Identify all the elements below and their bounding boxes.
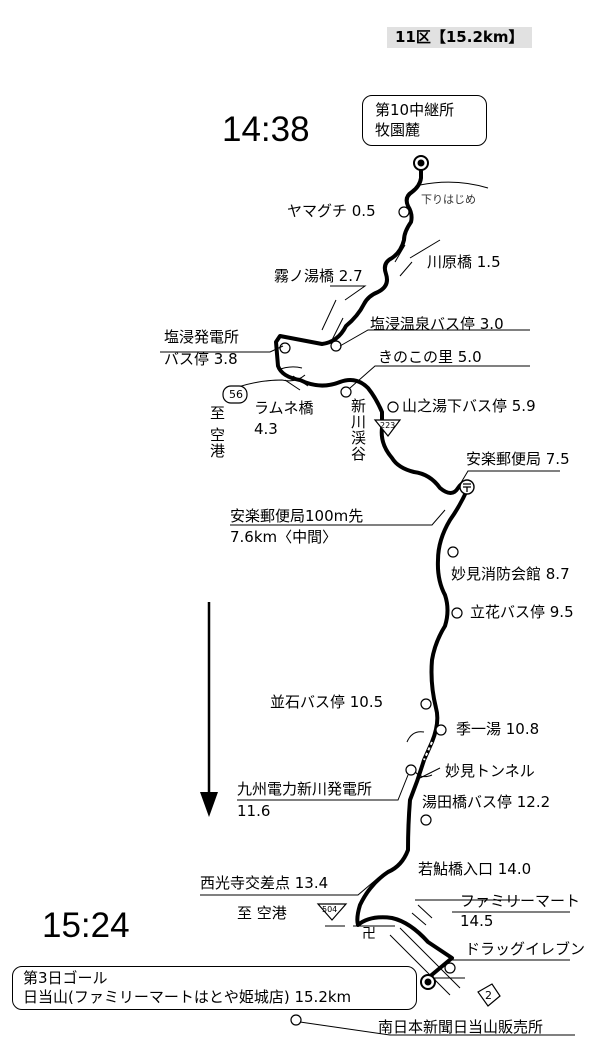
label-shinkawa-valley: 新川渓谷 xyxy=(349,398,367,462)
route-2-label: 2 xyxy=(485,989,492,1002)
label-yamanoyu-bus: 山之湯下バス停 5.9 xyxy=(402,397,536,415)
start-line1: 第10中継所 xyxy=(375,101,455,119)
leader-lines xyxy=(160,239,575,1036)
label-midpoint-2: 7.6km〈中間〉 xyxy=(230,528,338,546)
label-shiohitashi-power-1: 塩浸発電所 xyxy=(164,328,240,346)
route-56-shield xyxy=(222,385,248,404)
road-2-a xyxy=(389,934,451,996)
down-start-label: 下りはじめ xyxy=(421,193,476,206)
route-56-label: 56 xyxy=(229,388,243,401)
tunnel-arc-1 xyxy=(406,731,425,743)
kawarabashi-bridge-marks xyxy=(394,244,413,277)
label-kiichiyu: 季一湯 10.8 xyxy=(456,720,540,738)
label-midpoint-1: 安楽郵便局100m先 xyxy=(230,507,364,525)
side-roads xyxy=(237,181,489,996)
goal-line2: 日当山(ファミリーマートはとや姫城店) 15.2km xyxy=(23,988,352,1006)
label-familymart-2: 14.5 xyxy=(460,912,494,930)
label-kirinoyubashi: 霧ノ湯橋 2.7 xyxy=(274,267,363,285)
road-yamaguchi xyxy=(419,181,489,189)
label-wakaayu: 若鮎橋入口 14.0 xyxy=(418,860,532,878)
route-223-label: 223 xyxy=(380,421,396,430)
start-line2: 牧園麓 xyxy=(375,121,421,139)
start-box: 第10中継所 牧園麓 xyxy=(362,95,487,146)
label-kawarabashi: 川原橋 1.5 xyxy=(427,253,501,271)
label-myoken-fire: 妙見消防会館 8.7 xyxy=(451,565,570,583)
label-saikoji: 西光寺交差点 13.4 xyxy=(200,874,329,892)
label-myoken-tunnel: 妙見トンネル xyxy=(445,762,535,780)
label-kyushu-power-1: 九州電力新川発電所 xyxy=(237,780,373,798)
label-familymart-1: ファミリーマート xyxy=(460,892,581,910)
label-to-airport-horizontal: 至 空港 xyxy=(237,904,287,922)
label-minami-nihon: 南日本新聞日当山販売所 xyxy=(378,1018,544,1036)
label-kyushu-power-2: 11.6 xyxy=(237,802,271,820)
route-504-shield xyxy=(316,903,348,921)
section-title: 11区【15.2km】 xyxy=(387,27,532,48)
shrine-icon: 卍 xyxy=(362,926,376,942)
label-anraku-post: 安楽郵便局 7.5 xyxy=(466,450,570,468)
route-223-shield xyxy=(373,419,402,437)
label-ramune-1: ラムネ橋 xyxy=(254,399,314,417)
goal-line1: 第3日ゴール xyxy=(23,969,108,987)
label-kinoko: きのこの里 5.0 xyxy=(378,348,482,366)
label-to-airport-vertical: 至 空港 xyxy=(208,405,226,459)
label-shiohitashi-power-2: バス停 3.8 xyxy=(164,350,238,368)
label-namiishi-bus: 並石バス停 10.5 xyxy=(270,693,384,711)
label-tachibana-bus: 立花バス停 9.5 xyxy=(470,603,574,621)
label-yamaguchi: ヤマグチ 0.5 xyxy=(287,202,376,220)
label-shiohitashi-onsen-bus: 塩浸温泉バス停 3.0 xyxy=(370,315,504,333)
direction-arrow xyxy=(200,602,218,817)
label-ramune-2: 4.3 xyxy=(254,420,278,438)
goal-time: 15:24 xyxy=(42,906,130,945)
wakaayu-bridge-marks xyxy=(411,904,433,926)
label-yudabashi-bus: 湯田橋バス停 12.2 xyxy=(422,793,551,811)
route-504-label: 504 xyxy=(322,905,338,914)
start-time: 14:38 xyxy=(222,110,310,149)
main-route xyxy=(274,161,470,927)
label-drug-eleven: ドラッグイレブン xyxy=(465,940,586,958)
kirinoyu-bridge-marks xyxy=(321,299,344,341)
goal-box: 第3日ゴール 日当山(ファミリーマートはとや姫城店) 15.2km xyxy=(12,966,417,1010)
route-2-shield xyxy=(477,983,501,1007)
post-office-icon xyxy=(459,479,475,495)
